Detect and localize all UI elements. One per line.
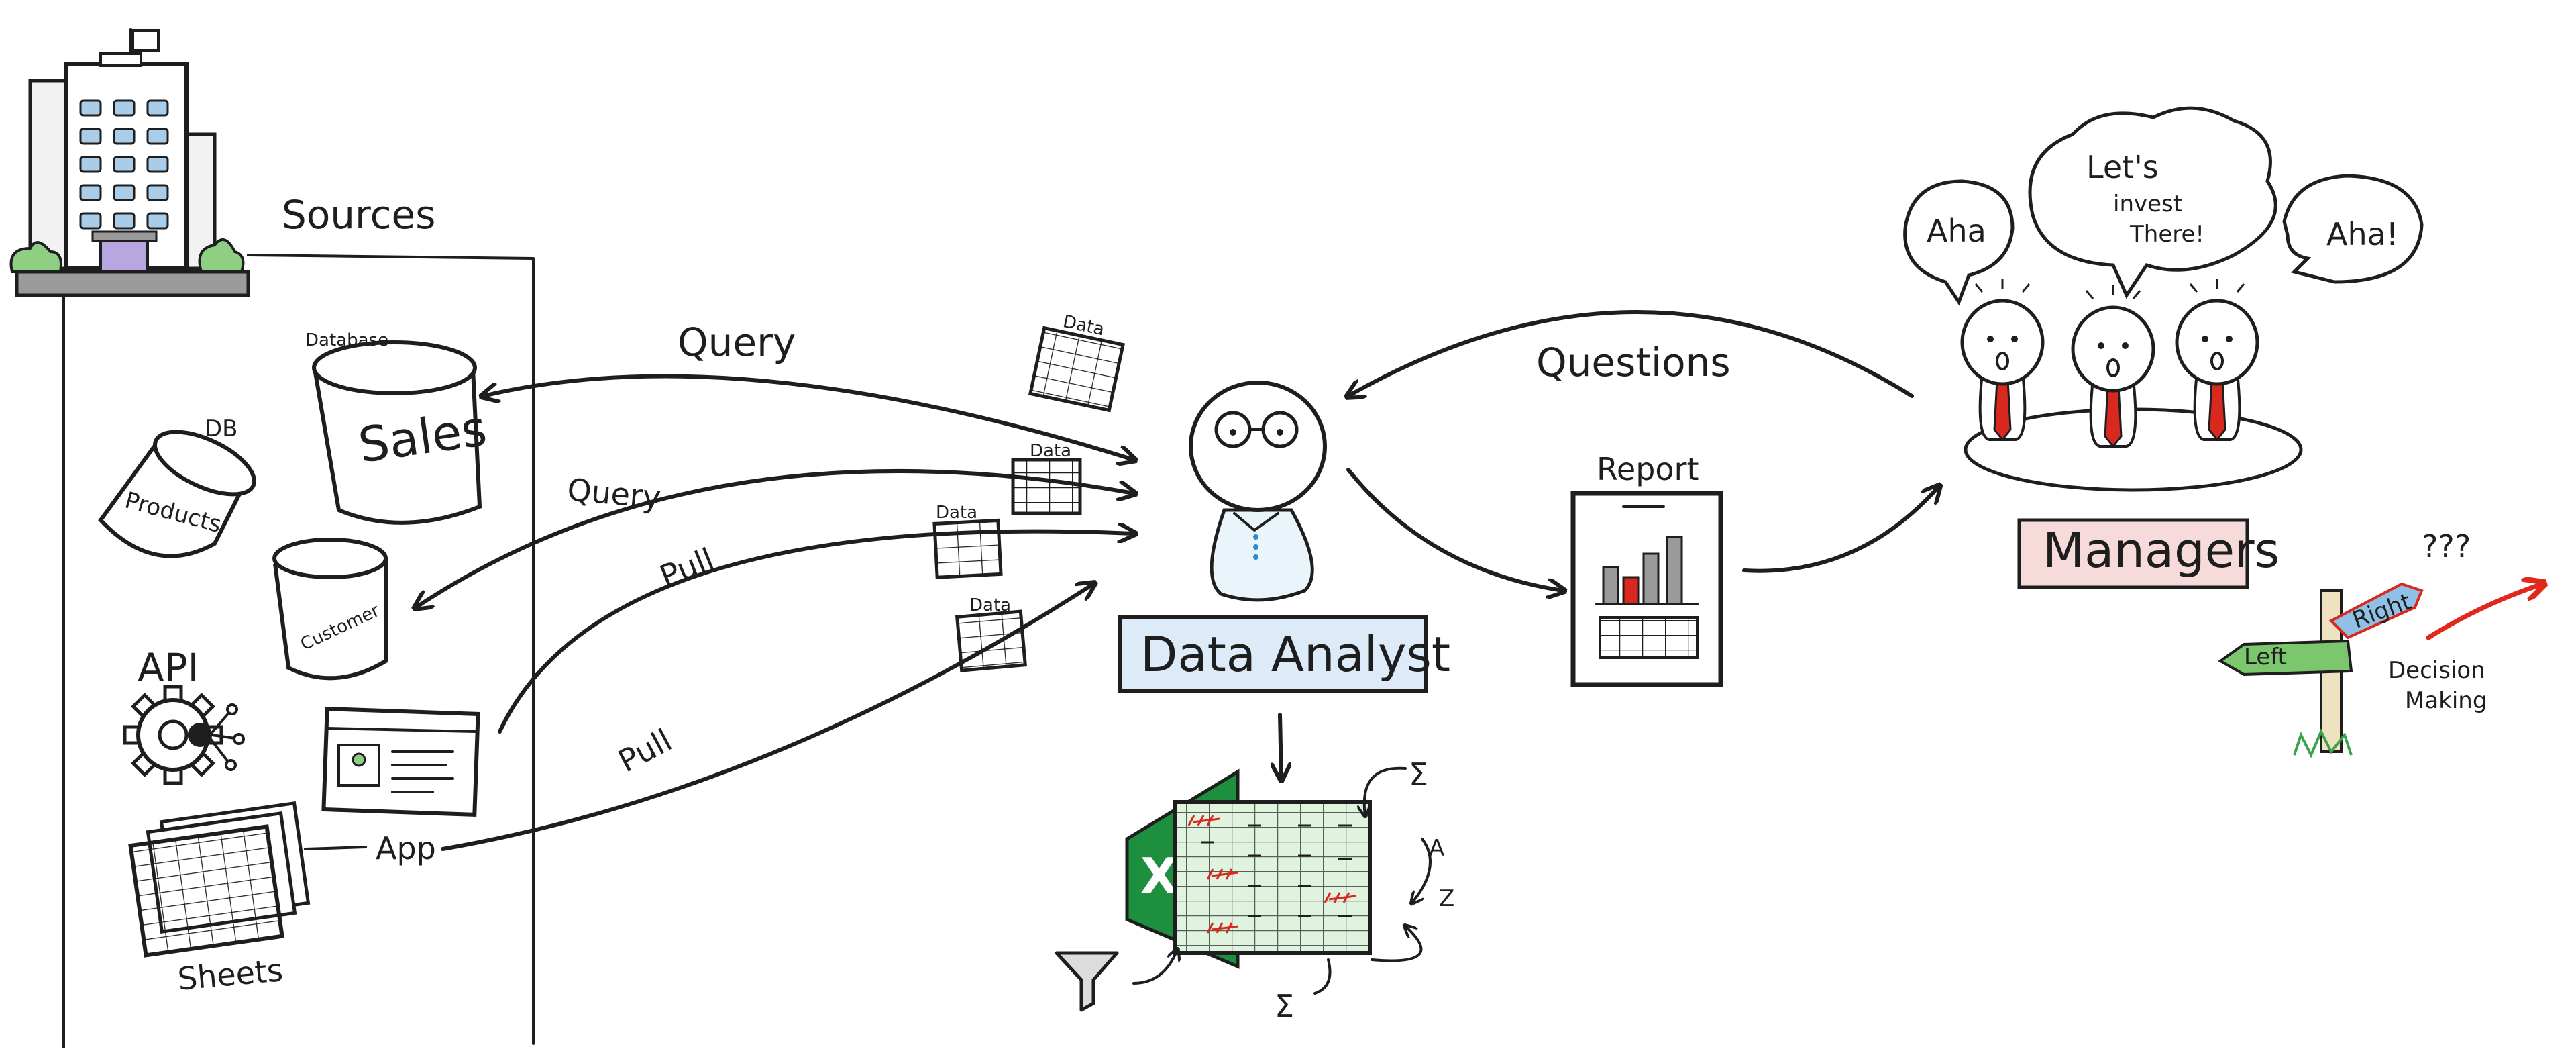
svg-text:Let's: Let's bbox=[2086, 149, 2159, 185]
data-analyst-figure: Data Analyst bbox=[1118, 381, 1450, 693]
sort-a: A bbox=[1429, 835, 1444, 862]
decision-label-2: Making bbox=[2405, 687, 2487, 714]
building-window bbox=[113, 156, 136, 173]
sign-left-label: Left bbox=[2244, 644, 2287, 670]
data-grid-3: Data bbox=[932, 503, 1003, 579]
building-window bbox=[79, 99, 102, 117]
building-window bbox=[146, 99, 169, 117]
excel-x-label: X bbox=[1140, 848, 1178, 904]
sheets-label: Sheets bbox=[176, 952, 284, 997]
manager-person bbox=[1960, 279, 2045, 442]
decision-label-1: Decision bbox=[2388, 657, 2485, 684]
building-window bbox=[113, 128, 136, 145]
sigma-bottom: Σ bbox=[1275, 988, 1294, 1024]
svg-text:There!: There! bbox=[2129, 221, 2204, 248]
funnel-icon bbox=[1055, 950, 1177, 1012]
tie-icon bbox=[2104, 385, 2123, 448]
svg-text:Aha!: Aha! bbox=[2326, 216, 2398, 252]
speech-bubble-left: Aha bbox=[1903, 179, 2015, 306]
speech-bubble-right: Aha! bbox=[2282, 174, 2424, 284]
app-label: App bbox=[376, 830, 436, 866]
manager-person bbox=[2175, 279, 2259, 442]
report-label: Report bbox=[1597, 451, 1699, 487]
building-window bbox=[113, 184, 136, 201]
building-window bbox=[79, 128, 102, 145]
building-window bbox=[146, 128, 169, 145]
report-bar bbox=[1642, 552, 1660, 605]
svg-text:invest: invest bbox=[2113, 191, 2182, 217]
svg-text:Data: Data bbox=[936, 503, 977, 523]
building-window bbox=[113, 99, 136, 117]
excel-tally-mark bbox=[1324, 892, 1356, 903]
sources-group: Sources Database Sales DB Products Custo… bbox=[9, 28, 535, 1048]
data-grid-2: Data bbox=[1011, 441, 1082, 515]
excel-tally-mark bbox=[1206, 922, 1239, 934]
building-icon bbox=[9, 28, 250, 297]
managers-label: Managers bbox=[2043, 522, 2279, 579]
excel-tally-mark bbox=[1206, 868, 1239, 880]
sigma-top: Σ bbox=[1409, 756, 1428, 793]
question-marks: ??? bbox=[2422, 528, 2471, 564]
gear-icon bbox=[123, 685, 245, 785]
api-label: API bbox=[138, 645, 199, 691]
report-bar bbox=[1622, 576, 1640, 605]
customer-database: Customer bbox=[272, 538, 388, 681]
data-analyst-label: Data Analyst bbox=[1140, 626, 1450, 683]
data-grid-1: Data bbox=[1028, 311, 1126, 413]
tie-icon bbox=[2208, 378, 2226, 442]
data-grid-4: Data bbox=[955, 595, 1028, 672]
query-mid-label: Query bbox=[566, 471, 662, 515]
sales-database: Database Sales bbox=[305, 330, 490, 525]
excel-icon: X bbox=[1125, 768, 1372, 969]
report-bar bbox=[1666, 536, 1683, 605]
report-icon: Report bbox=[1570, 451, 1723, 687]
app-window-icon bbox=[321, 706, 480, 817]
report-bar bbox=[1602, 566, 1619, 605]
tie-icon bbox=[1993, 378, 2012, 442]
excel-operations: Σ A Z Σ bbox=[1275, 756, 1454, 1024]
speech-bubble-center: Let's invest There! bbox=[2028, 106, 2277, 299]
svg-text:Data: Data bbox=[1030, 441, 1071, 461]
query-top-label: Query bbox=[678, 319, 796, 365]
pull-top-label: Pull bbox=[655, 541, 719, 595]
pull-bottom-label: Pull bbox=[612, 721, 678, 779]
building-window bbox=[79, 156, 102, 173]
building-window bbox=[79, 212, 102, 230]
managers-group: Managers bbox=[1960, 279, 2303, 589]
excel-tally-mark bbox=[1187, 815, 1220, 826]
building-window bbox=[113, 212, 136, 230]
svg-text:Data: Data bbox=[969, 595, 1011, 615]
building-window bbox=[146, 184, 169, 201]
sheets-icon bbox=[128, 801, 311, 958]
sources-label: Sources bbox=[282, 192, 435, 238]
products-database: DB Products bbox=[98, 415, 256, 558]
questions-label: Questions bbox=[1536, 340, 1731, 385]
building-window bbox=[146, 212, 169, 230]
db-label: DB bbox=[205, 415, 238, 442]
database-label: Database bbox=[305, 330, 388, 350]
building-window bbox=[146, 156, 169, 173]
svg-text:Aha: Aha bbox=[1927, 213, 1986, 249]
manager-person bbox=[2071, 285, 2155, 448]
building-window bbox=[79, 184, 102, 201]
sort-z: Z bbox=[1439, 885, 1454, 912]
